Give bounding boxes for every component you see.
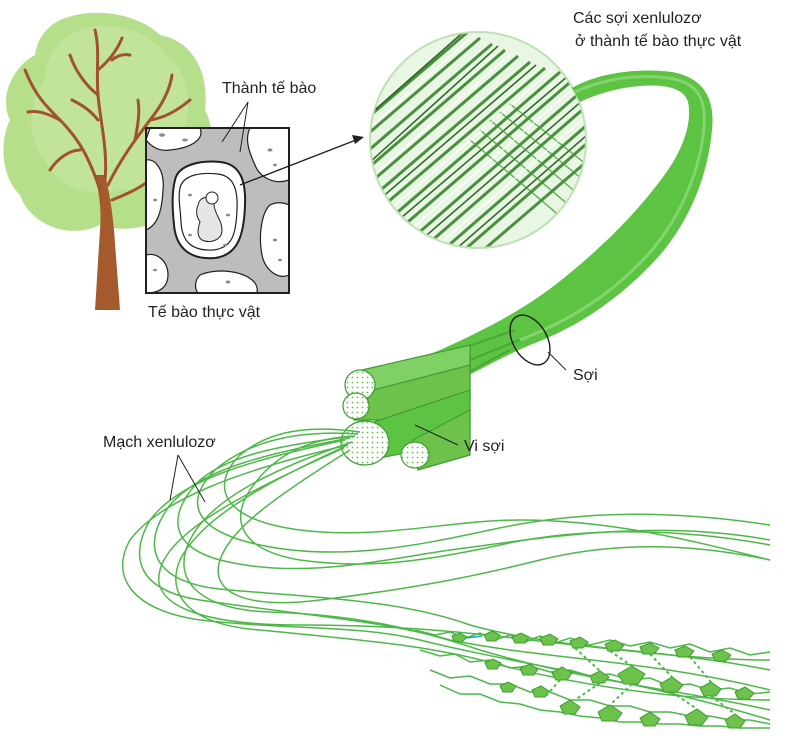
microfibril-end <box>343 393 369 419</box>
microfibril-bundle <box>341 345 470 470</box>
cellulose-chain-label: Mạch xenlulozơ <box>103 433 216 453</box>
cellulose-fibers-label-line1: Các sợi xenlulozơ <box>573 9 702 29</box>
microfibril-end <box>401 442 429 468</box>
magnified-fiber-circle <box>330 28 640 282</box>
microfibril-label: Vi sợi <box>464 437 504 457</box>
fiber-label: Sợi <box>573 366 598 386</box>
cell-wall-label: Thành tế bào <box>222 79 316 99</box>
nucleus <box>206 192 218 204</box>
fiber-pointer <box>548 352 566 370</box>
plant-cell-label: Tế bào thực vật <box>148 303 260 323</box>
cellulose-fibers-label-line2: ở thành tế bào thực vật <box>575 32 741 52</box>
plant-cell-illustration <box>146 128 289 293</box>
